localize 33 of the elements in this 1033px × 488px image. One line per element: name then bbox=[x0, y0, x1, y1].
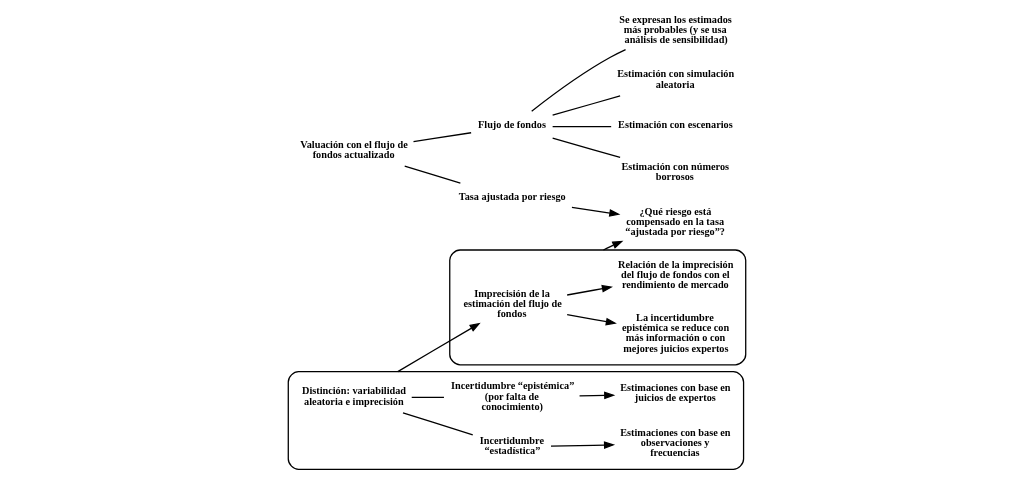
connector bbox=[401, 412, 473, 436]
node-text: Estimación con escenarios bbox=[617, 119, 733, 131]
arrow bbox=[549, 441, 615, 449]
cluster bbox=[448, 249, 746, 366]
node-text: Estimación con simulación aleatoria bbox=[616, 68, 734, 90]
arrow bbox=[396, 322, 481, 373]
arrow bbox=[566, 314, 617, 326]
connector bbox=[530, 48, 626, 112]
node-text: Distinción: variabilidad aleatoria e imprecisión bbox=[301, 385, 406, 407]
cluster bbox=[287, 371, 744, 470]
node-text: Se expresan los estimados más probables (y se usa análisis de sensibilidad) bbox=[618, 13, 732, 46]
connector bbox=[551, 137, 621, 159]
node-text: Estimaciones con base en observaciones y frecuencias bbox=[619, 426, 731, 459]
node-text: La incertidumbre epistémica se reduce con más información o con mejores juicios expertos bbox=[621, 311, 729, 354]
connector bbox=[403, 165, 461, 184]
node-text: Tasa ajustada por riesgo bbox=[458, 191, 566, 203]
arrow bbox=[566, 284, 613, 296]
connector bbox=[551, 95, 621, 116]
connector bbox=[410, 396, 445, 398]
node-text: Incertidumbre “epistémica” (por falta de conocimiento) bbox=[450, 380, 574, 412]
node-text: Valuación con el flujo de fondos actualizado bbox=[299, 138, 408, 160]
node-text: Flujo de fondos bbox=[477, 119, 546, 131]
node-text: Relación de la imprecisión del flujo de fondos con el rendimiento de mercado bbox=[617, 258, 733, 291]
node-text: Imprecisión de la estimación del flujo de fondos bbox=[462, 287, 562, 320]
node-text: Estimaciones con base en juicios de expertos bbox=[619, 382, 731, 404]
arrow bbox=[578, 391, 615, 400]
arrow bbox=[570, 206, 620, 217]
arrow bbox=[602, 240, 623, 251]
connector bbox=[412, 132, 472, 143]
node-text: Estimación con números borrosos bbox=[621, 160, 729, 183]
node-text: ¿Qué riesgo está compensado en la tasa “ajustada por riesgo”? bbox=[624, 205, 725, 238]
connector bbox=[551, 126, 612, 128]
node-text: Incertidumbre “estadística” bbox=[479, 435, 544, 457]
